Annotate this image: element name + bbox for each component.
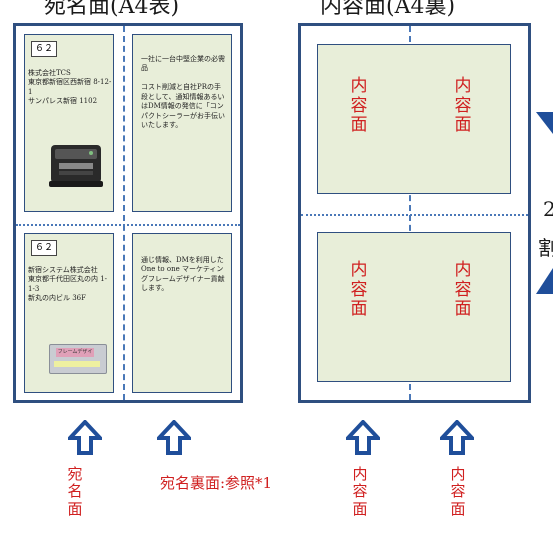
address-face-label: 宛名面	[67, 465, 83, 518]
fold-line-vertical	[409, 26, 411, 400]
content-face-sheet: 内容面 内容面 内容面 内容面	[298, 23, 531, 403]
arrow-up-icon	[536, 268, 553, 294]
up-arrow-icon	[157, 420, 191, 455]
address-panel-1: ６２ 株式会社TCS 東京都新宿区西新宿 8-12-1 サンパレス新宿 1102	[24, 34, 114, 212]
content-label: 内容面	[454, 76, 472, 136]
fold-line-horizontal	[16, 224, 240, 226]
address-text: 株式会社TCS 東京都新宿区西新宿 8-12-1 サンパレス新宿 1102	[28, 69, 112, 106]
content-face-label: 内容面	[450, 465, 466, 518]
side-number: 2	[543, 197, 553, 221]
up-arrow-icon	[68, 420, 102, 455]
address-text: 新宿システム株式会社 東京都千代田区丸の内 1-1-3 新丸の内ビル 36F	[28, 266, 108, 303]
up-arrow-icon	[346, 420, 380, 455]
arrow-down-icon	[536, 112, 553, 134]
zip-code-box: ６２	[31, 41, 58, 57]
fold-line-vertical	[123, 26, 125, 400]
side-char: 割	[538, 236, 553, 260]
content-label: 内容面	[454, 260, 472, 320]
content-label: 内容面	[350, 260, 368, 320]
message-text: 一社に一台中堅企業の必需品 コスト削減と自社PRの手段として、通知情報あるいはD…	[141, 55, 225, 130]
content-face-header: 内容面(A4裏)	[320, 0, 456, 19]
content-panel-top: 内容面 内容面	[317, 44, 511, 194]
fold-line-horizontal	[301, 214, 528, 216]
up-arrow-icon	[440, 420, 474, 455]
message-text: 通じ情報、DMを利用した One to one マーケティングフレームデザイナー…	[141, 256, 225, 293]
device-label: フレームデザイナー	[56, 348, 94, 357]
printer-image	[49, 145, 103, 187]
device-image: フレームデザイナー	[49, 344, 107, 374]
address-panel-2: ６２ 新宿システム株式会社 東京都千代田区丸の内 1-1-3 新丸の内ビル 36…	[24, 233, 114, 393]
address-back-label: 宛名裏面:参照*1	[160, 474, 273, 492]
address-face-sheet: ６２ 株式会社TCS 東京都新宿区西新宿 8-12-1 サンパレス新宿 1102…	[13, 23, 243, 403]
address-face-header: 宛名面(A4表)	[44, 0, 180, 19]
content-face-label: 内容面	[352, 465, 368, 518]
message-panel-1: 一社に一台中堅企業の必需品 コスト削減と自社PRの手段として、通知情報あるいはD…	[132, 34, 232, 212]
message-panel-2: 通じ情報、DMを利用した One to one マーケティングフレームデザイナー…	[132, 233, 232, 393]
zip-code-box: ６２	[31, 240, 58, 256]
content-label: 内容面	[350, 76, 368, 136]
content-panel-bottom: 内容面 内容面	[317, 232, 511, 382]
